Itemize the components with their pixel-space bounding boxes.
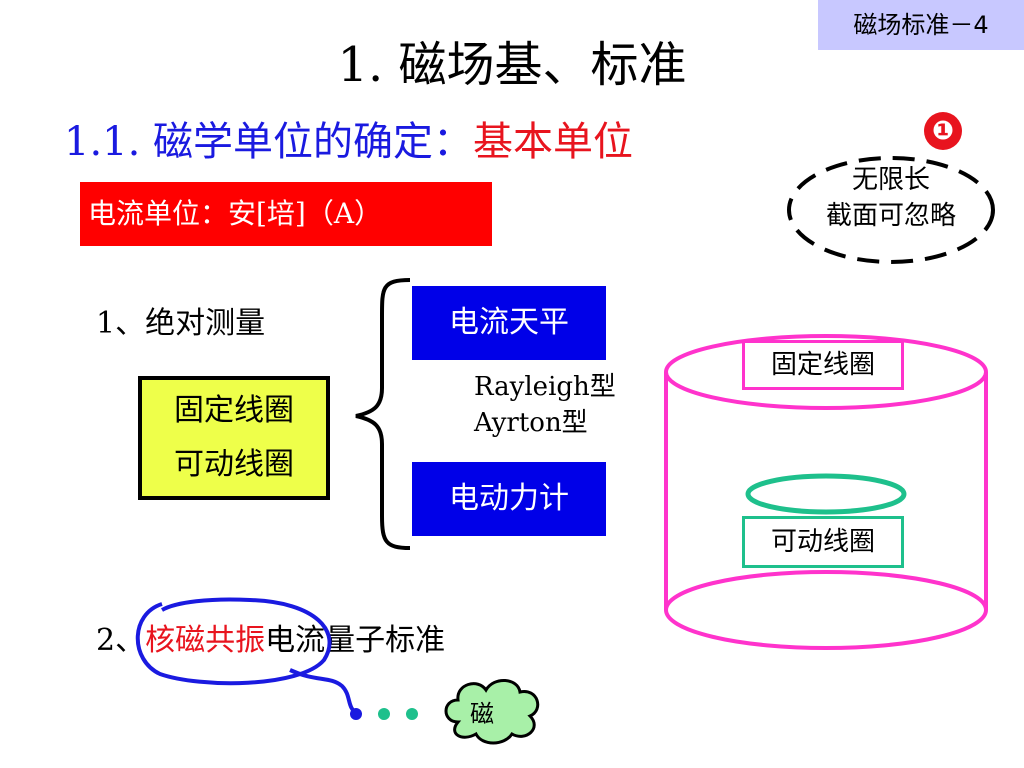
item2-rest: 电流量子标准 (265, 623, 446, 658)
slide-title: 1. 磁场基、标准 (337, 37, 687, 93)
cloud-shape-icon (444, 679, 540, 745)
cloud-label: 磁 (470, 700, 494, 728)
moving-coil-label: 可动线圈 (742, 516, 904, 568)
assumption-note: 无限长 截面可忽略 (784, 148, 998, 268)
electrodynamometer-box: 电动力计 (412, 462, 606, 536)
moving-coil-text: 可动线圈 (174, 447, 294, 482)
coil-cylinder-diagram (664, 334, 988, 650)
item-absolute-measurement: 1、绝对测量 (96, 306, 266, 341)
ellipsis-dots-icon (350, 708, 418, 720)
current-balance-box: 电流天平 (412, 286, 606, 360)
fixed-coil-text: 固定线圈 (174, 393, 294, 428)
note-line-1: 无限长 (851, 165, 930, 195)
fixed-coil-label: 固定线圈 (742, 340, 904, 390)
number-one-badge-icon: ❶ (924, 112, 962, 150)
moving-coil-ring (745, 473, 907, 515)
coil-types-box: 固定线圈 可动线圈 (138, 376, 330, 500)
ayrton-type: Ayrton型 (474, 408, 588, 438)
rayleigh-type: Rayleigh型 (474, 372, 616, 402)
handdrawn-circle-icon (135, 597, 360, 716)
note-line-2: 截面可忽略 (825, 201, 956, 231)
item-nmr-standard: 2、核磁共振电流量子标准 (96, 616, 445, 666)
cylinder-bottom-ellipse (664, 570, 988, 650)
slide-corner-tag: 磁场标准－4 (818, 0, 1024, 50)
subtitle-highlight: 基本单位 (473, 119, 634, 165)
current-unit-banner: 电流单位：安[培]（A） (80, 182, 492, 246)
item2-highlight: 核磁共振 (145, 623, 266, 658)
subtitle-section: 1.1. 磁学单位的确定： (64, 119, 474, 165)
slide-subtitle: 1.1. 磁学单位的确定：基本单位 (64, 112, 633, 172)
curly-brace-icon (355, 278, 411, 550)
dashed-ellipse-icon (787, 156, 995, 264)
